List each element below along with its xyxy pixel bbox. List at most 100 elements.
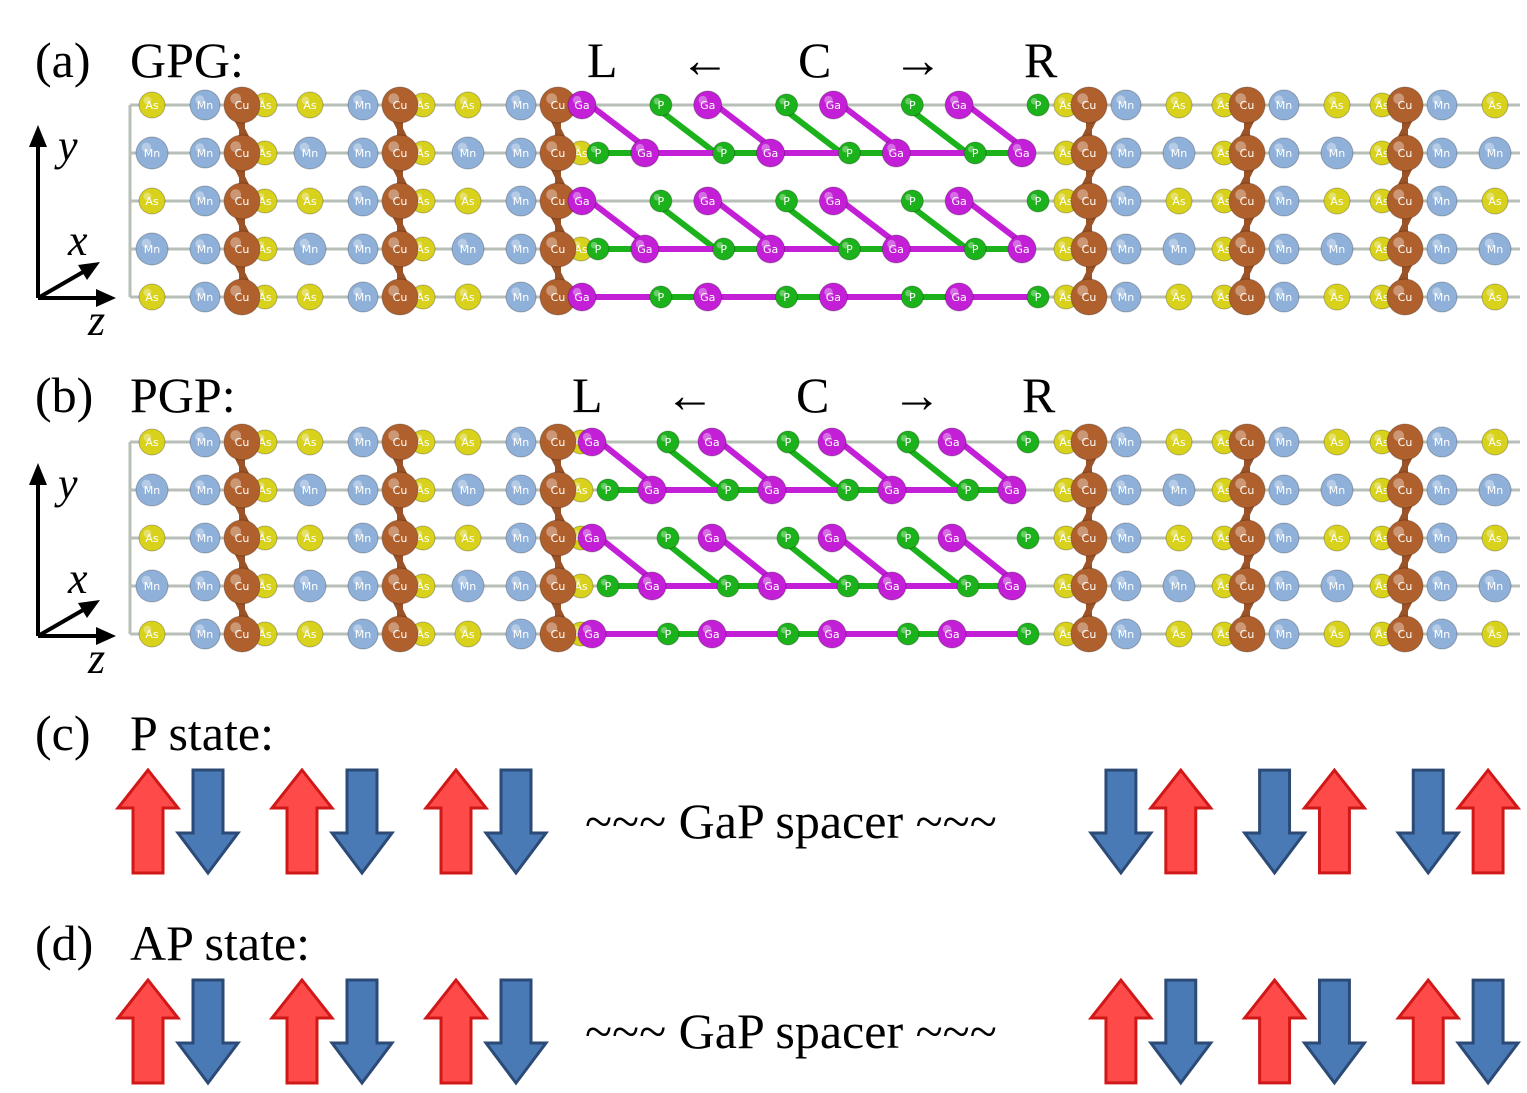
svg-text:As: As bbox=[1488, 195, 1502, 208]
atom-ga: Ga bbox=[567, 282, 597, 312]
panel-b-left-arrow: ← bbox=[665, 367, 715, 423]
svg-text:Mn: Mn bbox=[1171, 147, 1187, 160]
atom-p: P bbox=[836, 478, 860, 502]
svg-text:As: As bbox=[416, 195, 430, 208]
svg-text:Ga: Ga bbox=[826, 291, 841, 304]
atom-as: As bbox=[454, 620, 482, 648]
p-state-spacer-label: ~~~ GaP spacer ~~~ bbox=[585, 793, 997, 849]
atom-cu: Cu bbox=[539, 86, 577, 124]
svg-text:As: As bbox=[1330, 628, 1344, 641]
svg-text:Ga: Ga bbox=[584, 628, 599, 641]
svg-text:Cu: Cu bbox=[551, 291, 566, 304]
atom-ga: Ga bbox=[817, 427, 847, 457]
svg-text:Cu: Cu bbox=[393, 99, 408, 112]
svg-text:Ga: Ga bbox=[700, 291, 715, 304]
svg-text:Cu: Cu bbox=[1240, 99, 1255, 112]
svg-text:Mn: Mn bbox=[1118, 99, 1134, 112]
svg-text:Mn: Mn bbox=[355, 291, 371, 304]
atom-mn: Mn bbox=[505, 185, 537, 217]
atom-cu: Cu bbox=[381, 230, 419, 268]
spin-down-arrow bbox=[329, 768, 395, 876]
atom-as: As bbox=[1481, 187, 1509, 215]
spin-down-arrow bbox=[1395, 768, 1462, 876]
svg-text:As: As bbox=[574, 243, 588, 256]
atom-p: P bbox=[900, 285, 924, 309]
svg-text:Cu: Cu bbox=[551, 243, 566, 256]
svg-text:Ga: Ga bbox=[944, 628, 959, 641]
atom-cu: Cu bbox=[1070, 86, 1108, 124]
panel-d-tag: (d) bbox=[35, 915, 94, 971]
svg-text:As: As bbox=[416, 532, 430, 545]
atom-mn: Mn bbox=[1162, 136, 1196, 170]
atom-cu: Cu bbox=[381, 278, 419, 316]
atom-mn: Mn bbox=[189, 474, 221, 506]
atom-as: As bbox=[1053, 477, 1079, 503]
atom-mn: Mn bbox=[1110, 89, 1142, 121]
atom-mn: Mn bbox=[1268, 89, 1300, 121]
atom-mn: Mn bbox=[1478, 136, 1512, 170]
atom-p: P bbox=[1016, 430, 1040, 454]
svg-text:P: P bbox=[972, 243, 979, 256]
svg-text:Mn: Mn bbox=[1276, 99, 1292, 112]
atom-cu: Cu bbox=[1228, 182, 1266, 220]
svg-text:P: P bbox=[783, 291, 790, 304]
atom-p: P bbox=[1016, 526, 1040, 550]
atom-as: As bbox=[1369, 525, 1395, 551]
atom-mn: Mn bbox=[1268, 570, 1300, 602]
svg-text:Mn: Mn bbox=[1118, 243, 1134, 256]
atom-ga: Ga bbox=[997, 475, 1027, 505]
svg-text:Mn: Mn bbox=[197, 628, 213, 641]
atom-cu: Cu bbox=[1228, 134, 1266, 172]
atom-p: P bbox=[586, 237, 610, 261]
atom-cu: Cu bbox=[1070, 519, 1108, 557]
svg-text:As: As bbox=[145, 532, 159, 545]
svg-text:As: As bbox=[1488, 99, 1502, 112]
atom-as: As bbox=[252, 188, 278, 214]
svg-text:Ga: Ga bbox=[763, 147, 778, 160]
atom-cu: Cu bbox=[381, 519, 419, 557]
svg-text:P: P bbox=[846, 243, 853, 256]
svg-text:Cu: Cu bbox=[551, 628, 566, 641]
atom-ga: Ga bbox=[567, 90, 597, 120]
svg-text:As: As bbox=[1488, 291, 1502, 304]
atom-cu: Cu bbox=[1070, 471, 1108, 509]
atom-mn: Mn bbox=[189, 185, 221, 217]
svg-text:P: P bbox=[1035, 291, 1042, 304]
svg-text:Cu: Cu bbox=[551, 195, 566, 208]
svg-text:P: P bbox=[783, 195, 790, 208]
svg-text:As: As bbox=[1330, 291, 1344, 304]
atom-mn: Mn bbox=[135, 473, 169, 507]
atom-cu: Cu bbox=[381, 182, 419, 220]
svg-text:As: As bbox=[461, 195, 475, 208]
svg-text:As: As bbox=[1217, 291, 1231, 304]
atom-as: As bbox=[1481, 620, 1509, 648]
atom-ga: Ga bbox=[693, 186, 723, 216]
atom-cu: Cu bbox=[1228, 230, 1266, 268]
svg-text:Cu: Cu bbox=[235, 484, 250, 497]
spin-down-arrow bbox=[483, 768, 549, 876]
atom-mn: Mn bbox=[135, 232, 169, 266]
spin-up-arrow bbox=[268, 977, 336, 1085]
panel-b-left-label: L bbox=[572, 367, 603, 423]
svg-text:As: As bbox=[416, 291, 430, 304]
svg-text:Mn: Mn bbox=[1329, 243, 1345, 256]
atom-cu: Cu bbox=[223, 230, 261, 268]
atom-cu: Cu bbox=[223, 615, 261, 653]
atom-mn: Mn bbox=[451, 473, 485, 507]
atom-as: As bbox=[138, 428, 166, 456]
atom-as: As bbox=[1481, 91, 1509, 119]
panel-b-right-arrow: → bbox=[892, 367, 942, 423]
atom-p: P bbox=[837, 237, 861, 261]
axis-z-label: z bbox=[87, 634, 105, 683]
atom-cu: Cu bbox=[1386, 86, 1424, 124]
svg-text:P: P bbox=[785, 532, 792, 545]
svg-text:As: As bbox=[1217, 147, 1231, 160]
atom-mn: Mn bbox=[505, 233, 537, 265]
svg-text:Ga: Ga bbox=[644, 484, 659, 497]
atom-ga: Ga bbox=[1007, 138, 1037, 168]
svg-text:As: As bbox=[1488, 436, 1502, 449]
svg-text:As: As bbox=[303, 436, 317, 449]
atom-mn: Mn bbox=[1162, 232, 1196, 266]
atom-ga: Ga bbox=[937, 619, 967, 649]
atom-as: As bbox=[138, 91, 166, 119]
